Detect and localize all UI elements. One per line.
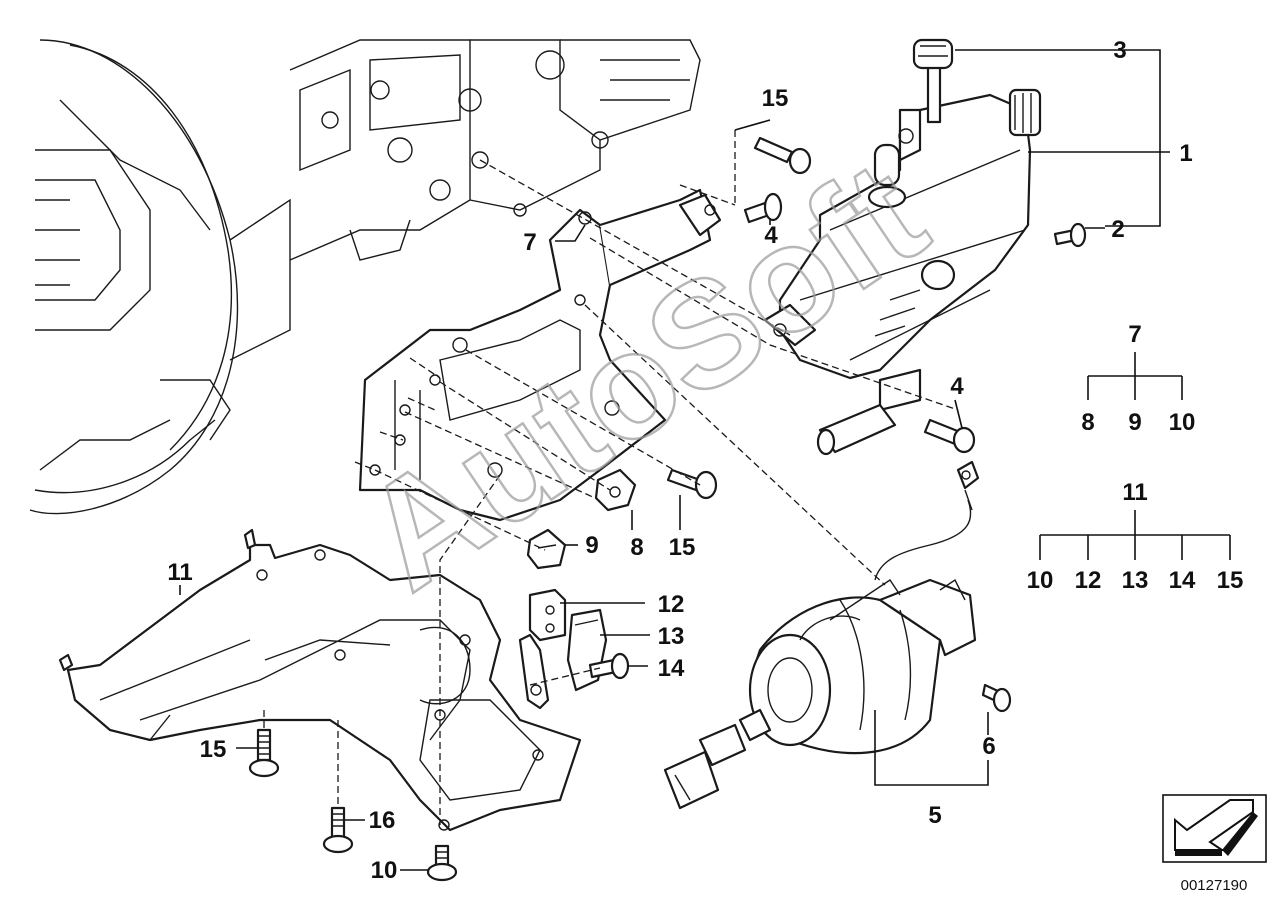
- callout-15-middle: 15: [669, 534, 696, 561]
- callout-1: 1: [1179, 140, 1192, 167]
- heat-shield-11: [58, 528, 582, 832]
- callout-4-lower: 4: [950, 373, 964, 400]
- bolt-2: [1053, 222, 1087, 248]
- callout-9: 9: [585, 532, 598, 559]
- tree-7-child-3: 10: [1169, 409, 1196, 436]
- tree-7-child-2: 9: [1128, 409, 1141, 436]
- arrow-icon[interactable]: [1162, 794, 1267, 863]
- callout-10: 10: [371, 857, 398, 884]
- callout-12: 12: [658, 591, 685, 618]
- actuator-5: [663, 578, 977, 810]
- tree-11-child-3: 13: [1122, 567, 1149, 594]
- callout-16: 16: [369, 807, 396, 834]
- tree-11-child-2: 12: [1075, 567, 1102, 594]
- callout-8: 8: [630, 534, 643, 561]
- tree-7-parent: 7: [1128, 321, 1141, 348]
- bolt-15-top: [753, 136, 812, 175]
- bracket-7: [358, 188, 722, 522]
- callout-3: 3: [1113, 37, 1126, 64]
- callout-15-top: 15: [762, 85, 789, 112]
- tree-7-child-1: 8: [1081, 409, 1094, 436]
- tree-11: 11 10 12 13 14 15: [1027, 479, 1244, 594]
- holder-12: [528, 588, 567, 642]
- callout-15-bottom: 15: [200, 736, 227, 763]
- bolt-4-top: [743, 192, 783, 224]
- clip-8: [594, 468, 637, 512]
- tree-11-parent: 11: [1122, 479, 1147, 506]
- bolt-10: [426, 844, 458, 882]
- bolt-6: [981, 683, 1012, 713]
- callout-11: 11: [167, 559, 192, 586]
- assembly-lines: [263, 130, 959, 825]
- diagram-number: 00127190: [1181, 877, 1248, 894]
- gearbox-housing: [29, 39, 701, 515]
- tree-11-child-4: 14: [1169, 567, 1196, 594]
- bolt-4-lower: [923, 418, 976, 454]
- callout-labels: 3 1 2 15 4 7 4 9 8 15 11 12 13 14 15 16 …: [167, 37, 1192, 884]
- tree-11-child-1: 10: [1027, 567, 1054, 594]
- callout-7: 7: [523, 229, 536, 256]
- clip-9: [526, 528, 567, 570]
- callout-5: 5: [928, 802, 941, 829]
- callout-4-top: 4: [764, 222, 778, 249]
- clip-13: [566, 608, 608, 692]
- bolt-15-bottom: [248, 728, 280, 778]
- callout-14: 14: [658, 655, 685, 682]
- bolt-15-middle: [666, 468, 718, 500]
- callout-2: 2: [1111, 216, 1124, 243]
- callout-6: 6: [982, 733, 995, 760]
- leader-lines: [179, 49, 1170, 871]
- reservoir-tank: [763, 38, 1042, 456]
- bracket-strip: [518, 633, 550, 710]
- hose-line: [874, 460, 980, 581]
- tree-11-child-5: 15: [1217, 567, 1244, 594]
- bolt-16: [322, 806, 354, 854]
- callout-13: 13: [658, 623, 685, 650]
- tree-7: 7 8 9 10: [1081, 321, 1195, 436]
